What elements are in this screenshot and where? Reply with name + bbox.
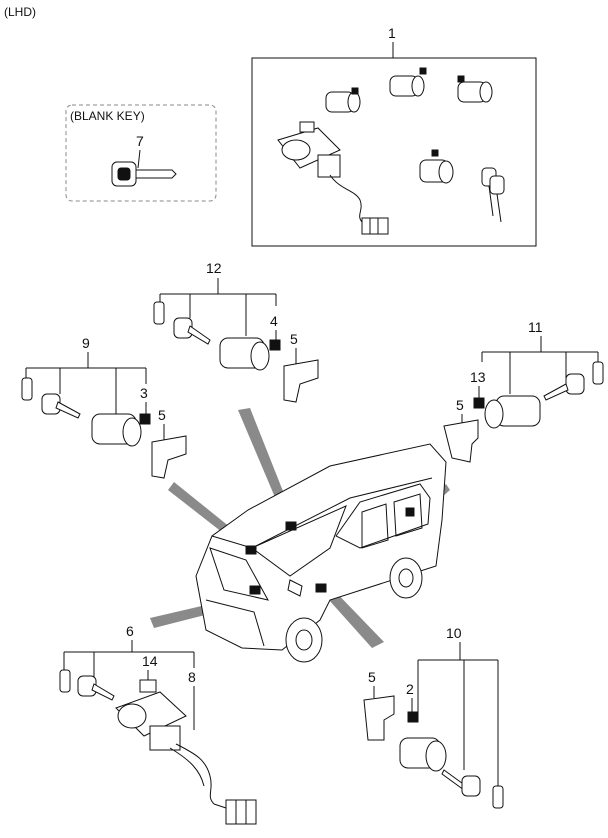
door-cylinder-icon: [457, 75, 493, 103]
group-10: 10 2 5: [363, 625, 504, 809]
key-tag-icon: [592, 361, 604, 385]
key-icon: [173, 317, 211, 345]
ignition-switch-icon: [115, 679, 257, 825]
door-cylinder-icon: [399, 737, 447, 772]
callout-5-rear: 5: [368, 669, 376, 685]
key-tag-icon: [153, 301, 165, 325]
key-icon: [77, 675, 115, 701]
door-cylinder-icon: [484, 395, 541, 429]
blank-key-icon: [111, 161, 177, 187]
callout-2: 2: [406, 681, 414, 697]
lever-bracket-icon: [443, 419, 479, 463]
callout-9: 9: [82, 335, 90, 351]
group-12: 12 4 5: [153, 260, 319, 403]
key-icon: [441, 769, 481, 797]
key-tag-icon: [492, 785, 504, 809]
group-11: 11 13 5: [443, 319, 604, 463]
blank-key-group: (BLANK KEY) 7: [65, 104, 217, 202]
van-illustration: [195, 443, 447, 663]
blank-key-label: (BLANK KEY): [70, 109, 145, 123]
retainer-clip-icon: [407, 711, 419, 723]
door-cylinder-icon: [325, 87, 361, 113]
callout-10: 10: [446, 625, 462, 641]
callout-14: 14: [142, 653, 158, 669]
callout-13: 13: [470, 369, 486, 385]
door-cylinder-icon: [91, 413, 142, 447]
callout-12: 12: [206, 260, 222, 276]
callout-11: 11: [528, 319, 543, 335]
callout-7: 7: [136, 133, 144, 149]
door-cylinder-icon: [419, 149, 454, 184]
callout-4: 4: [270, 313, 278, 329]
retainer-clip-icon: [269, 339, 281, 351]
group-9: 9 3 5: [21, 335, 187, 479]
callout-5-right: 5: [456, 397, 464, 413]
key-tag-icon: [59, 669, 71, 693]
wheel-icon: [389, 557, 423, 599]
retainer-clip-icon: [473, 397, 485, 409]
door-cylinder-icon: [219, 337, 270, 371]
callout-6: 6: [126, 623, 134, 639]
door-cylinder-icon: [389, 67, 427, 97]
ignition-switch-icon: [277, 121, 389, 235]
side-label: (LHD): [4, 5, 36, 19]
key-pair-icon: [481, 167, 505, 223]
callout-5-left: 5: [158, 407, 166, 423]
callout-5-top: 5: [290, 331, 298, 347]
callout-3: 3: [140, 385, 148, 401]
wheel-icon: [285, 617, 323, 663]
lock-set-group: 1: [251, 25, 537, 247]
lever-bracket-icon: [283, 359, 319, 403]
group-6: 6 14 8: [59, 623, 257, 825]
key-icon: [543, 373, 585, 401]
retainer-clip-icon: [139, 413, 151, 425]
lock-set-box: [251, 57, 537, 247]
callout-8: 8: [188, 669, 196, 685]
blank-key-box: [65, 104, 217, 202]
key-icon: [41, 393, 81, 419]
key-tag-icon: [21, 377, 33, 401]
callout-1: 1: [388, 25, 396, 41]
lever-bracket-icon: [151, 435, 187, 479]
lever-bracket-icon: [363, 695, 395, 741]
